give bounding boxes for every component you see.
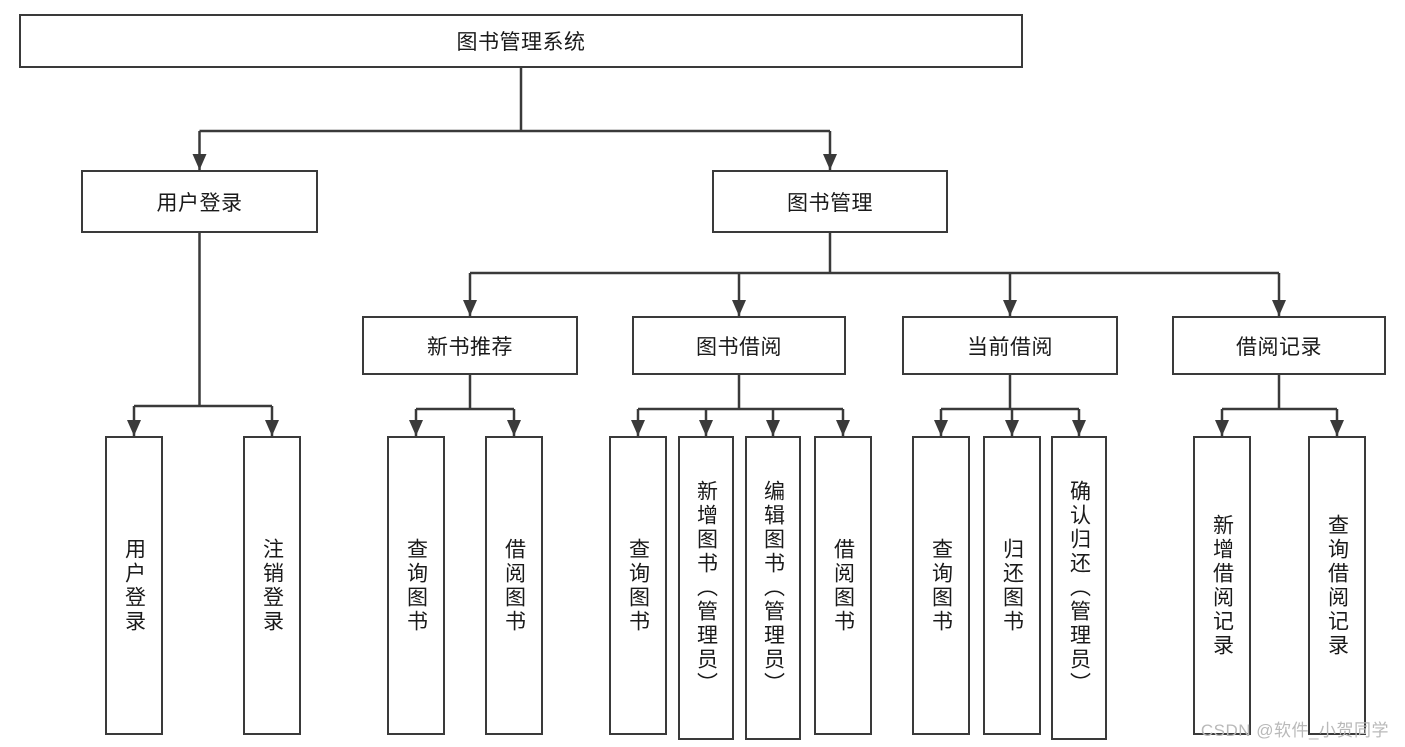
node-label: 图书管理	[787, 191, 873, 215]
node-label: 借阅记录	[1236, 335, 1322, 359]
node-leaf-edit-book-admin[interactable]: 编辑图书（管理员）	[745, 436, 801, 740]
node-label: 查询图书	[404, 537, 428, 634]
node-leaf-query-book-2[interactable]: 查询图书	[609, 436, 667, 735]
arrow-head-icon	[766, 420, 780, 436]
node-label: 图书借阅	[696, 335, 782, 359]
node-book-manage[interactable]: 图书管理	[712, 170, 948, 233]
arrow-head-icon	[934, 420, 948, 436]
node-label: 查询图书	[929, 537, 953, 634]
node-leaf-add-borrow-record[interactable]: 新增借阅记录	[1193, 436, 1251, 735]
arrow-head-icon	[192, 154, 207, 170]
arrow-head-icon	[631, 420, 645, 436]
node-borrow-record[interactable]: 借阅记录	[1172, 316, 1386, 375]
arrow-head-icon	[127, 420, 141, 436]
arrow-head-icon	[1072, 420, 1086, 436]
arrow-head-icon	[732, 300, 746, 316]
arrow-head-icon	[1003, 300, 1017, 316]
node-label: 查询图书	[626, 537, 650, 634]
node-current-borrow[interactable]: 当前借阅	[902, 316, 1118, 375]
node-label: 新书推荐	[427, 335, 513, 359]
node-leaf-borrow-book-1[interactable]: 借阅图书	[485, 436, 543, 735]
node-user-login[interactable]: 用户登录	[81, 170, 318, 233]
arrow-head-icon	[265, 420, 279, 436]
node-leaf-query-borrow-record[interactable]: 查询借阅记录	[1308, 436, 1366, 735]
arrow-head-icon	[463, 300, 477, 316]
node-new-book-recommend[interactable]: 新书推荐	[362, 316, 578, 375]
arrow-head-icon	[1272, 300, 1286, 316]
node-label: 借阅图书	[831, 537, 855, 634]
node-root[interactable]: 图书管理系统	[19, 14, 1023, 68]
arrow-head-icon	[409, 420, 423, 436]
node-leaf-return-book[interactable]: 归还图书	[983, 436, 1041, 735]
node-book-borrow[interactable]: 图书借阅	[632, 316, 846, 375]
node-label: 新增图书（管理员）	[694, 480, 718, 696]
csdn-watermark: CSDN @软件_小贺同学	[1200, 721, 1389, 740]
node-label: 用户登录	[122, 537, 146, 634]
node-leaf-confirm-return-admin[interactable]: 确认归还（管理员）	[1051, 436, 1107, 740]
arrow-head-icon	[1005, 420, 1019, 436]
node-label: 编辑图书（管理员）	[761, 480, 785, 696]
node-label: 注销登录	[260, 537, 284, 634]
arrow-head-icon	[699, 420, 713, 436]
arrow-head-icon	[836, 420, 850, 436]
arrow-head-icon	[1330, 420, 1344, 436]
node-label: 借阅图书	[502, 537, 526, 634]
node-label: 新增借阅记录	[1210, 513, 1234, 658]
arrow-head-icon	[1215, 420, 1229, 436]
node-leaf-user-login[interactable]: 用户登录	[105, 436, 163, 735]
node-label: 查询借阅记录	[1325, 513, 1349, 658]
node-leaf-query-book-1[interactable]: 查询图书	[387, 436, 445, 735]
node-label: 用户登录	[156, 191, 243, 215]
node-leaf-query-book-3[interactable]: 查询图书	[912, 436, 970, 735]
node-leaf-borrow-book-2[interactable]: 借阅图书	[814, 436, 872, 735]
node-leaf-add-book-admin[interactable]: 新增图书（管理员）	[678, 436, 734, 740]
arrow-head-icon	[507, 420, 521, 436]
node-label: 确认归还（管理员）	[1067, 480, 1091, 696]
node-leaf-logout[interactable]: 注销登录	[243, 436, 301, 735]
node-label: 图书管理系统	[456, 31, 586, 54]
arrow-head-icon	[823, 154, 837, 170]
node-label: 归还图书	[1000, 537, 1024, 634]
node-label: 当前借阅	[967, 335, 1053, 359]
